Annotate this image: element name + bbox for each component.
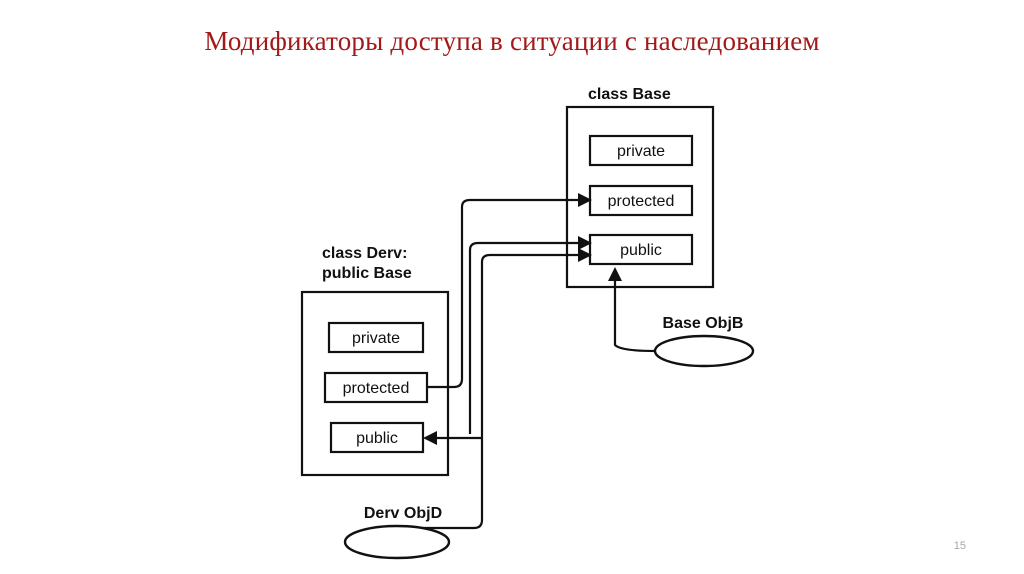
base-private-label: private bbox=[617, 143, 665, 160]
arrowhead-base-public-lower bbox=[578, 248, 592, 262]
class-derv-label-line2: public Base bbox=[322, 265, 412, 282]
derv-public-label: public bbox=[356, 430, 398, 447]
arrowhead-base-protected bbox=[578, 193, 592, 207]
derv-objd-label: Derv ObjD bbox=[364, 505, 442, 522]
connector-objd-to-base-public bbox=[480, 253, 578, 520]
arrowhead-base-public-bottom bbox=[608, 267, 622, 281]
base-public-label: public bbox=[620, 242, 662, 259]
class-derv-label-line1: class Derv: bbox=[322, 245, 407, 262]
derv-public-box bbox=[329, 421, 425, 454]
base-protected-box bbox=[588, 184, 694, 217]
class-base-box bbox=[565, 105, 715, 289]
base-public-box bbox=[588, 233, 694, 266]
class-base-label: class Base bbox=[588, 86, 671, 103]
derv-protected-box bbox=[323, 371, 429, 404]
connector-derv-public-to-base-public bbox=[468, 241, 578, 434]
arrowhead-derv-public bbox=[423, 431, 437, 445]
connector-derv-protected-to-base-protected bbox=[428, 198, 578, 389]
class-derv-box bbox=[300, 290, 450, 477]
derv-objd-ellipse bbox=[343, 524, 451, 560]
connector-objb-to-base-public bbox=[613, 281, 656, 353]
base-objb-label: Base ObjB bbox=[663, 315, 744, 332]
derv-private-label: private bbox=[352, 330, 400, 347]
slide-page-number: 15 bbox=[953, 540, 966, 552]
base-private-box bbox=[588, 134, 694, 167]
page-title: Модификаторы доступа в ситуации с наслед… bbox=[204, 26, 820, 56]
base-objb-ellipse bbox=[653, 334, 755, 368]
connector-objd-tail-left bbox=[404, 519, 484, 530]
derv-protected-label: protected bbox=[343, 380, 410, 397]
arrowhead-base-public-upper bbox=[578, 236, 592, 250]
base-protected-label: protected bbox=[608, 193, 675, 210]
derv-private-box bbox=[327, 321, 425, 354]
